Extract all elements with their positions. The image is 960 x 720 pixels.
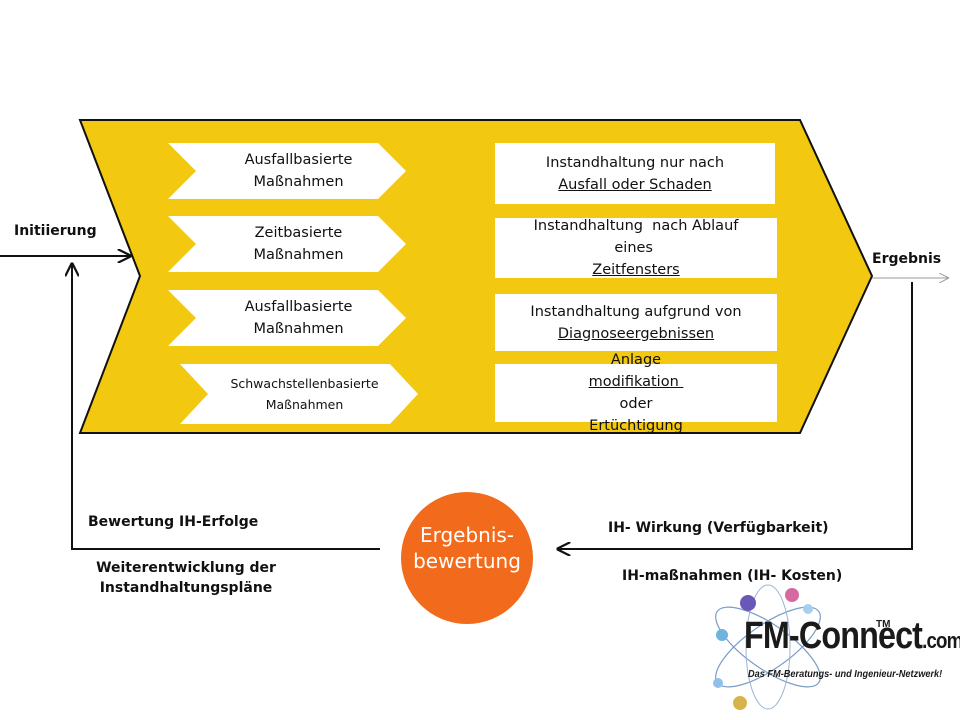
description-box-1	[495, 143, 775, 204]
measure-shape-3	[168, 290, 406, 346]
feedback-line-right	[558, 282, 913, 549]
success-evaluation-label: Bewertung IH-Erfolge	[88, 514, 259, 530]
result-label: Ergebnis	[872, 251, 942, 267]
effect-availability-label: IH- Wirkung (Verfügbarkeit)	[608, 520, 829, 536]
description-box-2	[495, 218, 777, 278]
description-text-2: Instandhaltung nach Ablauf eines Zeitfen…	[533, 218, 739, 278]
measures-cost-label: IH-maßnahmen (IH- Kosten)	[622, 568, 843, 584]
plan-development-label: Weiterentwicklung der Instandhaltungsplä…	[96, 560, 276, 596]
measure-shape-4	[180, 364, 418, 424]
description-text-3: Instandhaltung aufgrund von Diagnoseerge…	[530, 303, 742, 342]
feedback-line-left	[72, 264, 380, 550]
fm-connect-logo: FM-Connect.com TM Das FM-Beratungs- und …	[700, 575, 960, 720]
measure-shape-1	[168, 143, 406, 199]
initiation-label: Initiierung	[14, 223, 97, 239]
description-box-3	[495, 294, 777, 351]
description-box-4	[495, 364, 777, 422]
measure-shape-2	[168, 216, 406, 272]
evaluation-circle	[401, 492, 533, 624]
evaluation-circle-label: Ergebnis- bewertung	[413, 523, 521, 573]
description-text-1: Instandhaltung nur nach Ausfall oder Sch…	[545, 154, 725, 193]
atom-orbit-icon	[713, 584, 821, 710]
